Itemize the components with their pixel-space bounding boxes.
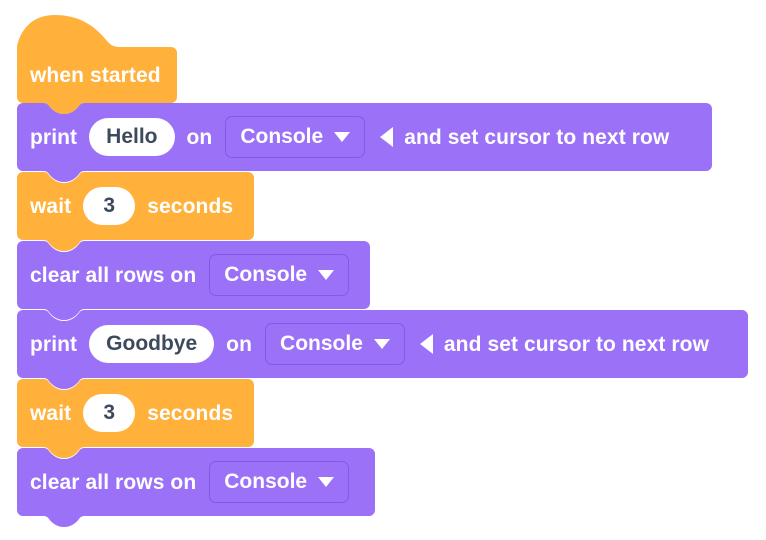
label-clear-all-rows-on: clear all rows on [30, 263, 197, 287]
chevron-down-icon [318, 270, 335, 280]
number-input-seconds[interactable]: 3 [83, 394, 136, 432]
dropdown-value: Console [280, 332, 363, 355]
dropdown-console-target[interactable]: Console [209, 461, 350, 503]
triangle-left-icon[interactable] [419, 334, 433, 354]
label-seconds: seconds [147, 401, 234, 425]
number-input-seconds[interactable]: 3 [83, 187, 136, 225]
dropdown-console-target[interactable]: Console [225, 116, 366, 158]
label-on: on [226, 332, 253, 356]
text-input-hello[interactable]: Hello [89, 118, 175, 156]
dropdown-console-target[interactable]: Console [209, 254, 350, 296]
dropdown-console-target[interactable]: Console [265, 323, 405, 365]
label-clear-all-rows-on: clear all rows on [30, 470, 197, 494]
label-wait: wait [30, 194, 72, 218]
label-wait: wait [30, 401, 72, 425]
label-and-set-cursor: and set cursor to next row [404, 125, 670, 149]
dropdown-value: Console [224, 470, 308, 493]
dropdown-value: Console [240, 125, 324, 148]
triangle-left-icon[interactable] [380, 127, 394, 147]
chevron-down-icon [334, 132, 351, 142]
label-print: print [30, 332, 78, 356]
chevron-down-icon [373, 339, 390, 349]
text-input-goodbye[interactable]: Goodbye [89, 325, 215, 363]
label-seconds: seconds [147, 194, 234, 218]
label-print: print [30, 125, 78, 149]
label-on: on [186, 125, 213, 149]
label-when-started: when started [30, 63, 161, 87]
chevron-down-icon [318, 477, 335, 487]
label-and-set-cursor: and set cursor to next row [443, 332, 710, 356]
dropdown-value: Console [224, 263, 308, 286]
